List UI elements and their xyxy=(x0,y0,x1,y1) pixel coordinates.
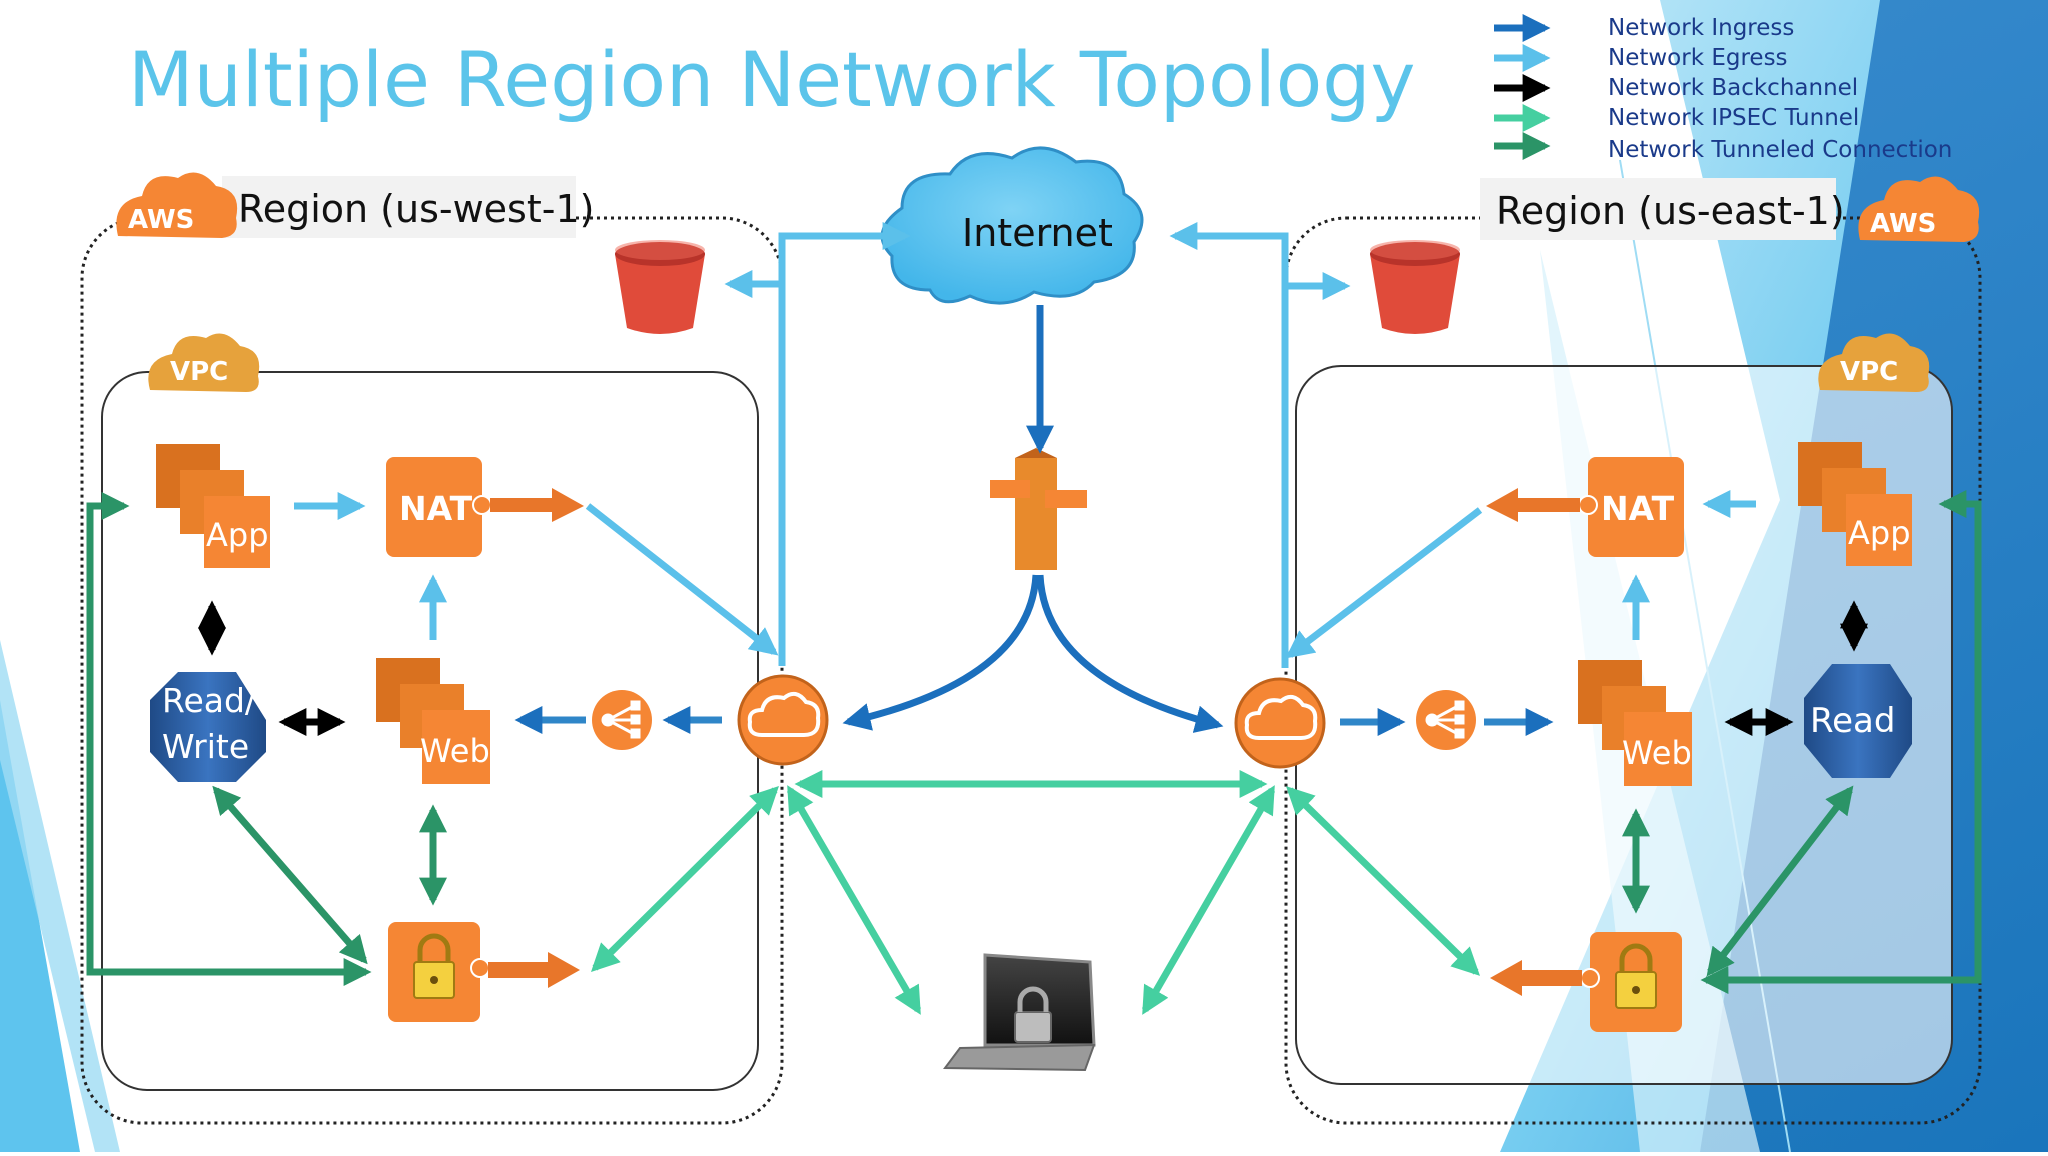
legend-item-egress: Network Egress xyxy=(1494,44,1788,72)
legend-label: Network Tunneled Connection xyxy=(1608,137,1952,163)
egress-arrow-router-to-internet-east xyxy=(1169,222,1289,668)
vpc-router-icon-west xyxy=(737,674,829,766)
db-label-line2: Write xyxy=(162,727,249,766)
web-instances-icon-west: Web xyxy=(376,658,490,784)
internet-label: Internet xyxy=(962,211,1113,255)
app-label: App xyxy=(206,516,269,554)
legend-item-tunneled: Network Tunneled Connection xyxy=(1494,132,1952,163)
legend-label: Network Backchannel xyxy=(1608,75,1858,101)
egress-arrow-nat-to-router-east xyxy=(1285,507,1483,659)
ingress-arrow-gateway-to-router-west xyxy=(842,574,1040,731)
legend-item-ipsec: Network IPSEC Tunnel xyxy=(1494,104,1859,132)
region-label-east: Region (us-east-1) xyxy=(1496,189,1845,233)
vpn-gateway-icon-east xyxy=(1580,932,1682,1032)
aws-cloud-icon: AWS xyxy=(1858,176,1980,242)
ingress-arrow-gateway-to-router-east xyxy=(1036,574,1224,733)
vpn-outbound-arrow-west xyxy=(488,952,580,988)
vpc-badge-label: VPC xyxy=(1840,357,1898,387)
tunneled-connection-loop-east xyxy=(1700,490,1982,994)
nat-gateway-icon-east: NAT xyxy=(1578,457,1684,557)
s3-bucket-icon xyxy=(1370,240,1460,334)
ipsec-tunnel-router-to-laptop-east xyxy=(1141,785,1276,1015)
internet-cloud-icon: Internet xyxy=(880,146,1144,305)
nat-outbound-arrow-east xyxy=(1486,488,1580,522)
ipsec-tunnel-router-to-vpn-east xyxy=(1285,786,1481,976)
aws-badge-label: AWS xyxy=(1870,209,1936,239)
nat-outbound-arrow-west xyxy=(490,488,584,522)
db-label-line1: Read/ xyxy=(162,681,257,720)
vpc-cloud-icon: VPC xyxy=(148,333,260,392)
web-instances-icon-east: Web xyxy=(1578,660,1692,786)
legend-item-ingress: Network Ingress xyxy=(1494,14,1794,42)
region-label-west: Region (us-west-1) xyxy=(238,187,594,231)
legend: Network Ingress Network Egress Network B… xyxy=(1494,14,1952,163)
load-balancer-icon-east xyxy=(1416,690,1476,750)
laptop-lock-icon xyxy=(943,953,1096,1072)
vpc-badge-label: VPC xyxy=(170,357,228,387)
nat-label: NAT xyxy=(1601,489,1675,528)
vpn-gateway-icon-west xyxy=(388,922,490,1022)
page-title: Multiple Region Network Topology xyxy=(128,35,1415,124)
vpc-cloud-icon: VPC xyxy=(1818,333,1930,392)
connections xyxy=(86,222,1982,1015)
legend-label: Network IPSEC Tunnel xyxy=(1608,105,1859,131)
aws-cloud-icon: AWS xyxy=(116,172,238,238)
vpn-outbound-arrow-east xyxy=(1490,960,1582,996)
web-label: Web xyxy=(1622,734,1692,772)
legend-label: Network Egress xyxy=(1608,45,1788,71)
database-icon-east: Read xyxy=(1804,664,1912,778)
region-label-box-east xyxy=(1480,178,1836,240)
egress-arrow-nat-to-router-west xyxy=(585,503,779,656)
internet-gateway-icon xyxy=(990,448,1087,570)
legend-item-backchannel: Network Backchannel xyxy=(1494,74,1858,102)
app-label: App xyxy=(1848,514,1911,552)
ipsec-tunnel-router-to-vpn-west xyxy=(591,786,779,972)
ipsec-tunnel-router-to-laptop-west xyxy=(786,785,922,1015)
egress-arrow-router-to-internet-west xyxy=(778,222,911,666)
database-icon-west: Read/ Write xyxy=(150,672,266,782)
region-label-box-west xyxy=(222,176,576,238)
nat-label: NAT xyxy=(399,489,473,528)
db-label: Read xyxy=(1810,701,1895,741)
web-label: Web xyxy=(420,732,490,770)
nat-gateway-icon-west: NAT xyxy=(386,457,492,557)
tunneled-connection-loop-west xyxy=(86,492,372,986)
aws-badge-label: AWS xyxy=(128,205,194,235)
load-balancer-icon-west xyxy=(592,690,652,750)
s3-bucket-icon xyxy=(615,240,705,334)
legend-label: Network Ingress xyxy=(1608,15,1794,41)
vpc-router-icon-east xyxy=(1234,677,1326,769)
